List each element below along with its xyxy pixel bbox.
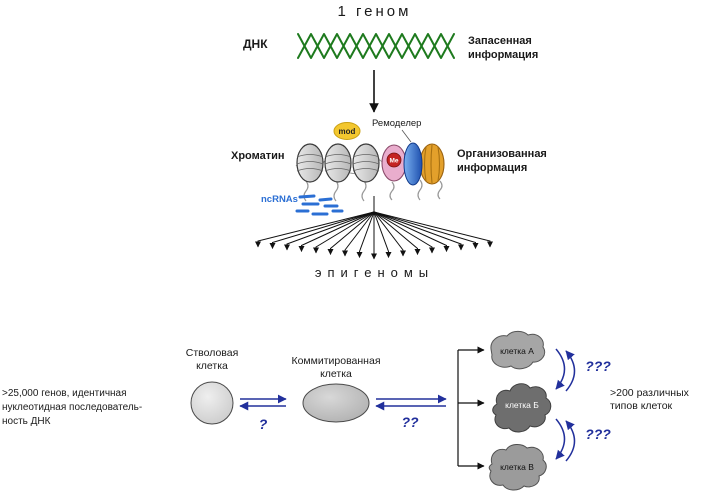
exchange-arrows-2 [375, 394, 447, 411]
question-mark-1: ? [258, 416, 268, 432]
question-mark-2: ?? [401, 414, 419, 430]
mod-badge-shape [333, 122, 361, 140]
page-title: 1 геном [337, 3, 412, 20]
remodeler-shape [403, 142, 423, 186]
stem-cell-shape [190, 381, 234, 425]
exchange-arrows-bottom [555, 418, 576, 462]
dna-label: ДНК [243, 37, 268, 51]
committed-cell-label: Коммитированная клетка [291, 355, 381, 381]
cell-a-label: клетка А [500, 346, 534, 356]
me-mark [386, 152, 402, 168]
branch-lines [457, 346, 485, 470]
stem-cell-label: Стволовая клетка [185, 347, 239, 373]
ncrna-fragments [295, 194, 344, 216]
cell-b-shape [488, 444, 547, 491]
cell-middle-shape [492, 383, 552, 433]
mod-badge-label: mod [339, 127, 356, 136]
organized-info-caption: Организованная информация [457, 148, 547, 175]
cell-a-shape [490, 330, 546, 370]
remodeler-label: Ремоделер [372, 118, 422, 129]
remodeler-leader-line [401, 129, 412, 143]
question-mark-3-bottom: ??? [585, 426, 611, 442]
dna-caption: Запасенная информация [468, 35, 539, 62]
exchange-arrows-1 [239, 394, 287, 411]
cell-b-label: клетка В [500, 462, 534, 472]
exchange-arrows-top [555, 348, 576, 392]
chromatin-illustration [295, 122, 445, 202]
left-note: >25,000 генов, идентичная нуклеотидная п… [2, 388, 143, 427]
me-badge-label: Me [389, 158, 398, 165]
cell-middle-label: клетка Б [505, 400, 539, 410]
nucleosome-discs [296, 143, 380, 183]
question-mark-3-top: ??? [585, 358, 611, 374]
committed-cell-shape [302, 383, 370, 423]
epigenomes-label: эпигеномы [314, 265, 435, 280]
modifier-oval [419, 143, 445, 185]
chromatin-label: Хроматин [231, 150, 285, 162]
dna-helix-illustration [297, 33, 455, 59]
dna-squiggles [303, 179, 443, 202]
fan-arrows [255, 196, 493, 260]
right-note: >200 различных типов клеток [610, 387, 689, 413]
ncrnas-label: ncRNAs [261, 194, 298, 205]
